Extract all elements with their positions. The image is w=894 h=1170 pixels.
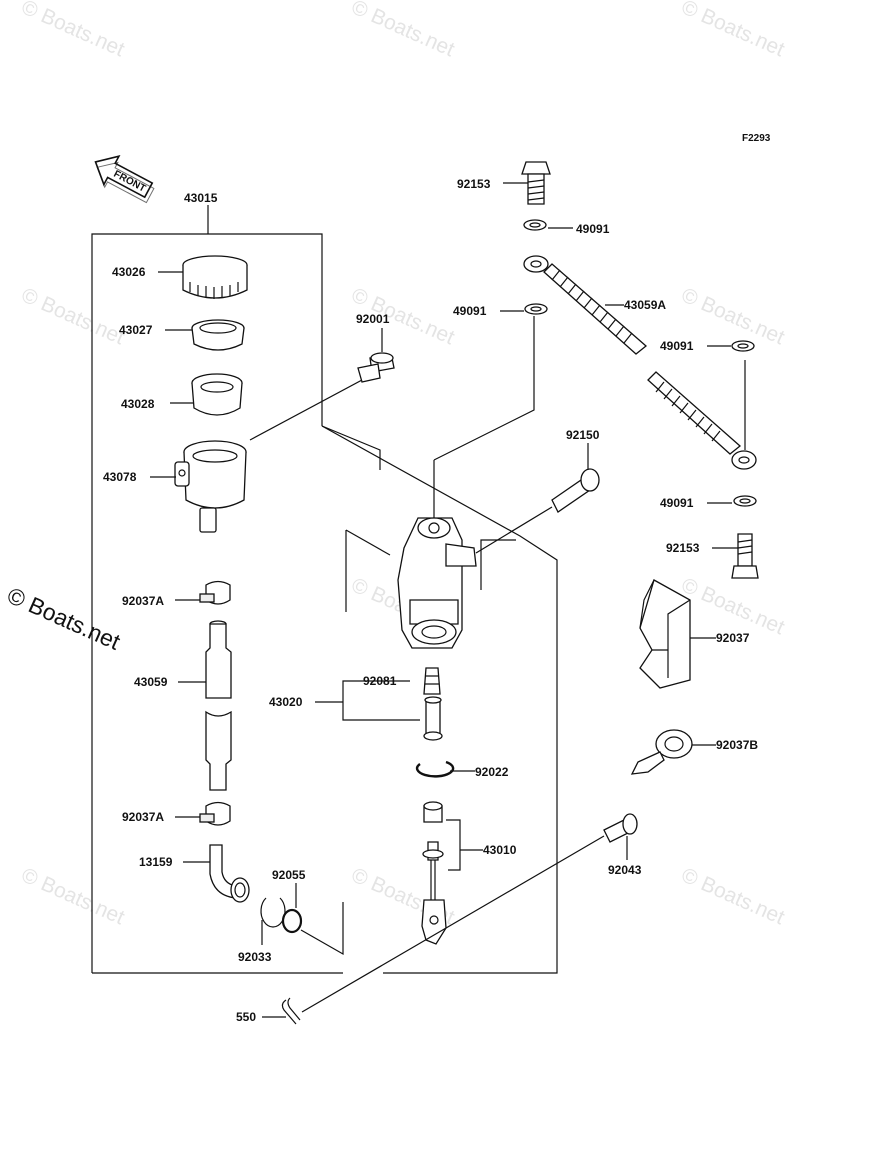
label-92153-bottom: 92153 — [666, 541, 700, 555]
label-43015: 43015 — [184, 191, 218, 205]
push-rod-43010: 43010 — [421, 801, 517, 945]
kit-43020: 92081 43020 — [269, 667, 443, 741]
label-550: 550 — [236, 1010, 256, 1024]
label-43028: 43028 — [121, 397, 155, 411]
label-92043: 92043 — [608, 863, 642, 877]
o-ring-92055: 92055 — [272, 868, 344, 956]
washer-49091-d: 49091 — [660, 495, 757, 510]
reservoir-group-box: 43015 — [91, 191, 343, 974]
label-92037A-top: 92037A — [122, 594, 164, 608]
label-92055: 92055 — [272, 868, 306, 882]
watermark: © Boats.net — [18, 284, 128, 350]
label-49091-b: 49091 — [453, 304, 487, 318]
watermark: © Boats.net — [678, 0, 788, 61]
washer-49091-c: 49091 — [660, 339, 755, 450]
hose-43059: 43059 — [134, 620, 232, 791]
circlip-92022: 92022 — [415, 760, 509, 779]
label-43020: 43020 — [269, 695, 303, 709]
watermark: © Boats.net — [18, 864, 128, 930]
diaphragm-43028: 43028 — [121, 373, 243, 416]
clevis-pin-92043: 92043 — [301, 813, 642, 1013]
hose-clip-92037A-top: 92037A — [122, 580, 231, 608]
banjo-bolt-92153-top: 92153 — [457, 161, 551, 205]
watermark: © Boats.net — [18, 0, 128, 61]
banjo-bolt-92153-bottom: 92153 — [666, 533, 759, 579]
label-43027: 43027 — [119, 323, 153, 337]
master-cylinder-body — [397, 316, 553, 649]
label-92037A-bottom: 92037A — [122, 810, 164, 824]
label-92150: 92150 — [566, 428, 600, 442]
elbow-fitting-13159: 13159 — [139, 844, 250, 903]
figure-code: F2293 — [742, 133, 771, 144]
label-43010: 43010 — [483, 843, 517, 857]
watermark: © Boats.net — [678, 284, 788, 350]
label-92033: 92033 — [238, 950, 272, 964]
label-49091-c: 49091 — [660, 339, 694, 353]
label-43059A: 43059A — [624, 298, 666, 312]
hose-clip-92037B: 92037B — [630, 729, 758, 775]
reservoir-43078: 43078 — [103, 440, 247, 533]
watermark: © Boats.net — [678, 864, 788, 930]
bolt-92150: 92150 — [551, 428, 600, 513]
cylinder-group-lines — [321, 425, 558, 974]
label-92037: 92037 — [716, 631, 750, 645]
snap-ring-92033: 92033 — [238, 897, 286, 964]
label-92081: 92081 — [363, 674, 397, 688]
label-92037B: 92037B — [716, 738, 758, 752]
label-49091-d: 49091 — [660, 496, 694, 510]
watermarks: © Boats.net © Boats.net © Boats.net © Bo… — [18, 0, 788, 929]
label-43078: 43078 — [103, 470, 137, 484]
hose-clip-92037A-bottom: 92037A — [122, 801, 231, 826]
label-43026: 43026 — [112, 265, 146, 279]
label-92022: 92022 — [475, 765, 509, 779]
watermark: © Boats.net — [678, 574, 788, 640]
label-13159: 13159 — [139, 855, 173, 869]
reservoir-cap-43026: 43026 — [112, 255, 248, 299]
label-43059: 43059 — [134, 675, 168, 689]
washer-49091-a: 49091 — [523, 219, 610, 236]
label-92153-top: 92153 — [457, 177, 491, 191]
bolt-92001: 92001 — [249, 312, 395, 441]
label-49091-a: 49091 — [576, 222, 610, 236]
front-arrow: FRONT — [94, 155, 155, 204]
brake-hose-43059A: 43059A — [523, 255, 757, 470]
watermark: © Boats.net — [348, 0, 458, 61]
cotter-pin-550: 550 — [236, 997, 301, 1025]
washer-49091-b: 49091 — [453, 303, 548, 318]
hose-clamp-92037: 92037 — [639, 579, 750, 689]
label-92001: 92001 — [356, 312, 390, 326]
diaphragm-plate-43027: 43027 — [119, 319, 245, 351]
